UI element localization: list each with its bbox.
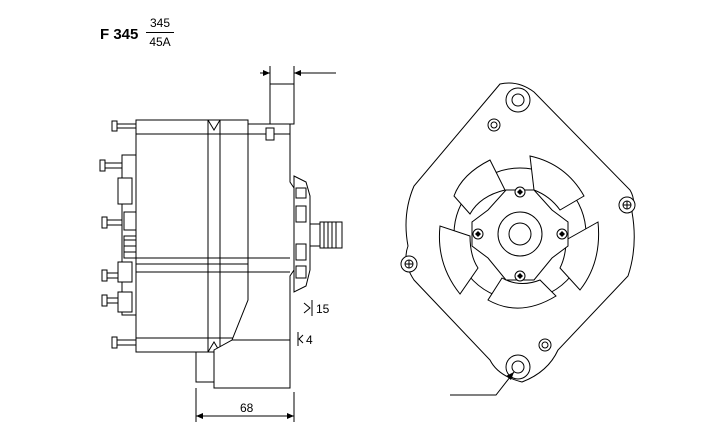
- mounting-bosses: [400, 87, 636, 380]
- terminal-block: [117, 154, 137, 316]
- top-dimension: [260, 66, 336, 84]
- rating-numerator: 345: [149, 16, 171, 30]
- model-label: F 345: [100, 26, 139, 43]
- shaft-circle: [508, 222, 532, 246]
- dimension-15-label: 15: [316, 302, 330, 316]
- bottom-dimension: [195, 388, 295, 422]
- leader-line: [450, 371, 515, 396]
- fan-and-shaft: [293, 175, 343, 293]
- terminal-studs: [99, 120, 136, 349]
- rating-denominator: 45A: [149, 35, 171, 49]
- fraction-bar: [146, 32, 174, 33]
- front-view: [400, 82, 636, 396]
- dimension-4-label: 4: [306, 333, 313, 347]
- main-housing: [135, 119, 249, 353]
- housing-screws: [487, 118, 552, 352]
- mounting-ear: [195, 83, 295, 389]
- side-view: [99, 66, 343, 422]
- dimension-68-label: 68: [240, 401, 254, 415]
- hub-screws: [472, 186, 568, 282]
- side-dimensions: [297, 300, 313, 346]
- rating-fraction: 345 45A: [146, 16, 174, 50]
